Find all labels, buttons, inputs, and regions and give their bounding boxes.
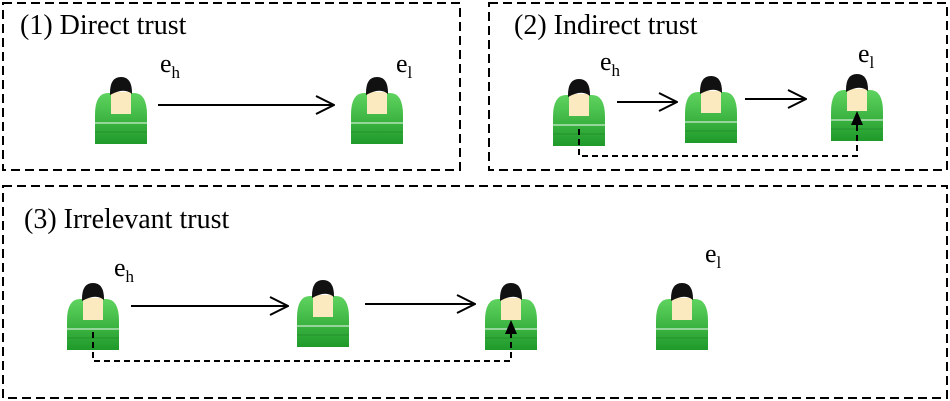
- person-icon-source: [66, 282, 120, 351]
- person-icon-target: [484, 282, 538, 351]
- panel-direct-title: (1) Direct trust: [20, 10, 187, 41]
- person-icon-intermediate: [296, 279, 350, 348]
- panel-indirect-trust: (2) Indirect trust eh el: [488, 2, 948, 171]
- panel-direct-border: [2, 2, 461, 171]
- panel-indirect-title: (2) Indirect trust: [514, 10, 698, 41]
- label-el: el: [858, 39, 875, 72]
- panel-irrelevant-trust: (3) Irrelevant trust eh el: [2, 185, 948, 399]
- person-icon-source: [552, 78, 606, 147]
- person-icon-target: [350, 76, 404, 145]
- label-eh: eh: [600, 47, 621, 80]
- label-eh: eh: [114, 253, 135, 286]
- person-icon-source: [94, 76, 148, 145]
- panel-irrelevant-title: (3) Irrelevant trust: [24, 204, 229, 235]
- label-el: el: [396, 49, 413, 82]
- panel-indirect-border: [488, 2, 948, 171]
- label-eh: eh: [160, 49, 181, 82]
- person-icon-unrelated: [655, 282, 709, 351]
- inferred-trust-link: [92, 320, 517, 362]
- label-el: el: [705, 239, 722, 272]
- panel-irrelevant-border: [2, 185, 948, 399]
- inferred-trust-link: [578, 111, 863, 157]
- panel-direct-trust: (1) Direct trust eh el: [2, 2, 461, 171]
- person-icon-intermediate: [684, 75, 738, 144]
